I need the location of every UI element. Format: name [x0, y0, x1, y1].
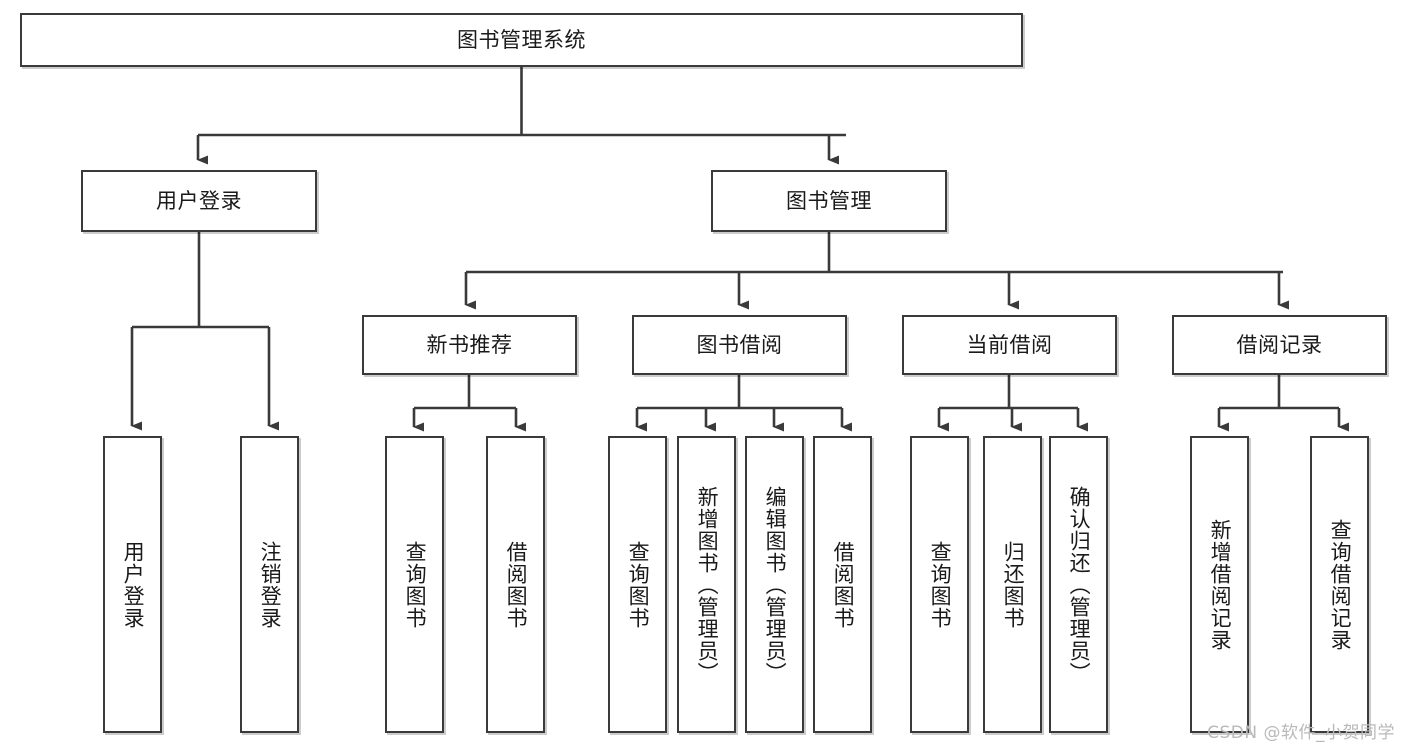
watermark-text: CSDN @软件_小贺同学: [1207, 723, 1395, 743]
node-leaf-recommend-query-book-label: 查询图书: [403, 540, 428, 629]
node-root-label: 图书管理系统: [457, 27, 586, 52]
node-current-borrow[interactable]: 当前借阅: [902, 315, 1117, 375]
node-leaf-current-confirm-return[interactable]: 确认归还（管理员）: [1049, 436, 1108, 733]
node-leaf-borrow-borrow-book[interactable]: 借阅图书: [813, 436, 872, 733]
node-book-manage[interactable]: 图书管理: [711, 170, 947, 232]
node-leaf-current-query-book-label: 查询图书: [928, 540, 953, 629]
node-leaf-current-confirm-return-label: 确认归还（管理员）: [1067, 485, 1092, 684]
node-leaf-record-add-record-label: 新增借阅记录: [1208, 518, 1233, 651]
node-leaf-current-query-book[interactable]: 查询图书: [910, 436, 969, 733]
node-borrow-record-label: 借阅记录: [1236, 332, 1323, 357]
node-leaf-user-logout[interactable]: 注销登录: [240, 436, 299, 733]
node-leaf-borrow-borrow-book-label: 借阅图书: [831, 540, 856, 629]
node-leaf-user-logout-label: 注销登录: [258, 540, 283, 629]
node-leaf-current-return-book[interactable]: 归还图书: [983, 436, 1042, 733]
node-leaf-record-query-record-label: 查询借阅记录: [1328, 518, 1353, 651]
node-book-manage-label: 图书管理: [786, 188, 872, 213]
node-user-login-label: 用户登录: [156, 188, 242, 213]
node-leaf-current-return-book-label: 归还图书: [1001, 540, 1026, 629]
node-leaf-borrow-edit-book[interactable]: 编辑图书（管理员）: [745, 436, 804, 733]
node-user-login[interactable]: 用户登录: [81, 170, 317, 232]
node-leaf-borrow-edit-book-label: 编辑图书（管理员）: [763, 485, 788, 684]
node-leaf-borrow-query-book[interactable]: 查询图书: [608, 436, 667, 733]
node-leaf-borrow-add-book[interactable]: 新增图书（管理员）: [677, 436, 736, 733]
node-leaf-borrow-query-book-label: 查询图书: [626, 540, 651, 629]
node-leaf-record-add-record[interactable]: 新增借阅记录: [1190, 436, 1249, 733]
node-book-borrow[interactable]: 图书借阅: [632, 315, 847, 375]
node-leaf-record-query-record[interactable]: 查询借阅记录: [1310, 436, 1369, 733]
node-leaf-recommend-borrow-book-label: 借阅图书: [504, 540, 529, 629]
node-borrow-record[interactable]: 借阅记录: [1172, 315, 1387, 375]
node-current-borrow-label: 当前借阅: [966, 332, 1053, 357]
node-leaf-user-login-label: 用户登录: [121, 540, 146, 629]
node-leaf-recommend-query-book[interactable]: 查询图书: [385, 436, 444, 733]
node-leaf-recommend-borrow-book[interactable]: 借阅图书: [486, 436, 545, 733]
node-root[interactable]: 图书管理系统: [20, 13, 1023, 67]
node-new-book-recommend[interactable]: 新书推荐: [362, 315, 577, 375]
node-new-book-recommend-label: 新书推荐: [426, 332, 513, 357]
node-book-borrow-label: 图书借阅: [696, 332, 783, 357]
node-leaf-user-login[interactable]: 用户登录: [103, 436, 162, 733]
node-leaf-borrow-add-book-label: 新增图书（管理员）: [695, 485, 720, 684]
